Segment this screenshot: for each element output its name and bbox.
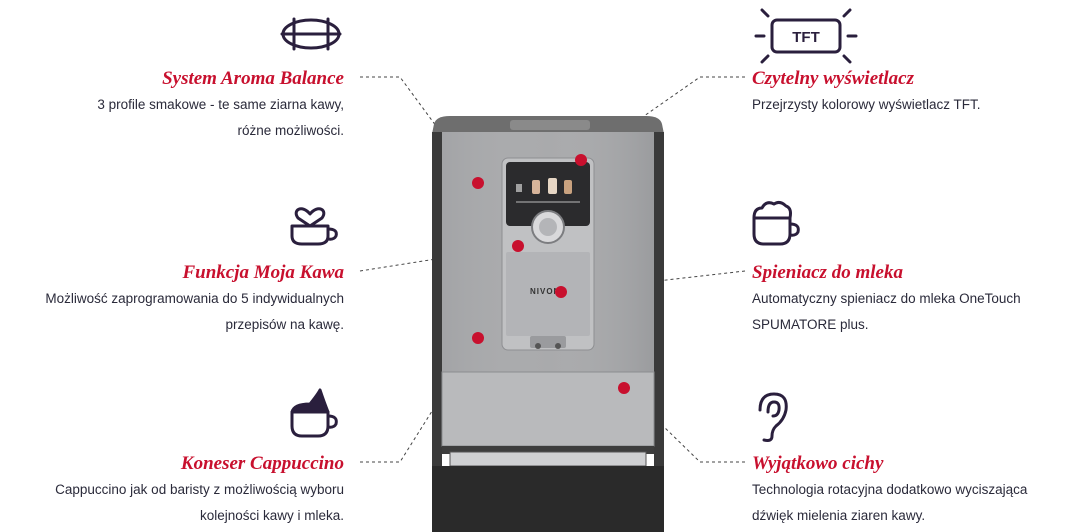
feature-desc-line: Automatyczny spieniacz do mleka OneTouch [752, 291, 1021, 306]
feature-desc-line: Technologia rotacyjna dodatkowo wyciszaj… [752, 482, 1028, 497]
feature-desc-line: przepisów na kawę. [225, 317, 344, 332]
feature-title: Wyjątkowo cichy [752, 453, 884, 474]
feature-koneser-cappuccino: Koneser Cappuccino Cappuccino jak od bar… [55, 453, 344, 529]
feature-title: Spieniacz do mleka [752, 262, 903, 283]
feature-spieniacz-do-mleka: Spieniacz do mleka Automatyczny spieniac… [752, 262, 1021, 338]
feature-title: Funkcja Moja Kawa [182, 262, 344, 283]
feature-desc-line: Możliwość zaprogramowania do 5 indywidua… [45, 291, 344, 306]
feature-title: Koneser Cappuccino [180, 453, 344, 474]
feature-desc-line: różne możliwości. [237, 123, 344, 138]
heart-cup-icon [288, 198, 344, 248]
feature-aroma-balance: System Aroma Balance 3 profile smakowe -… [97, 68, 344, 144]
feature-wyjatkowo-cichy: Wyjątkowo cichy Technologia rotacyjna do… [752, 453, 1027, 529]
feature-title: System Aroma Balance [162, 68, 344, 89]
feature-czytelny-wyswietlacz: Czytelny wyświetlacz Przejrzysty kolorow… [752, 68, 981, 118]
ear-icon [752, 390, 792, 444]
tft-icon-label: TFT [792, 29, 820, 46]
marker-aroma [472, 177, 484, 189]
marker-spieniacz [555, 286, 567, 298]
feature-desc-line: Przejrzysty kolorowy wyświetlacz TFT. [752, 97, 981, 112]
feature-desc-line: kolejności kawy i mleka. [199, 508, 344, 523]
feature-title: Czytelny wyświetlacz [752, 68, 915, 89]
marker-moja-kawa [512, 240, 524, 252]
marker-cichy [618, 382, 630, 394]
feature-moja-kawa: Funkcja Moja Kawa Możliwość zaprogramowa… [45, 262, 344, 338]
brand-label: NIVONA [530, 287, 567, 296]
feature-desc-line: SPUMATORE plus. [752, 317, 869, 332]
milk-foam-cup-icon [750, 196, 806, 248]
aroma-balance-icon [278, 14, 344, 54]
marker-cappuccino [472, 332, 484, 344]
feature-desc-line: 3 profile smakowe - te same ziarna kawy, [97, 97, 344, 112]
marker-display [575, 154, 587, 166]
feature-desc-line: Cappuccino jak od baristy z możliwością … [55, 482, 344, 497]
tft-display-icon: TFT [752, 8, 860, 64]
cappuccino-cup-icon [288, 388, 344, 440]
coffee-machine-image: NIVONA [432, 116, 664, 532]
feature-desc-line: dźwięk mielenia ziaren kawy. [752, 508, 926, 523]
